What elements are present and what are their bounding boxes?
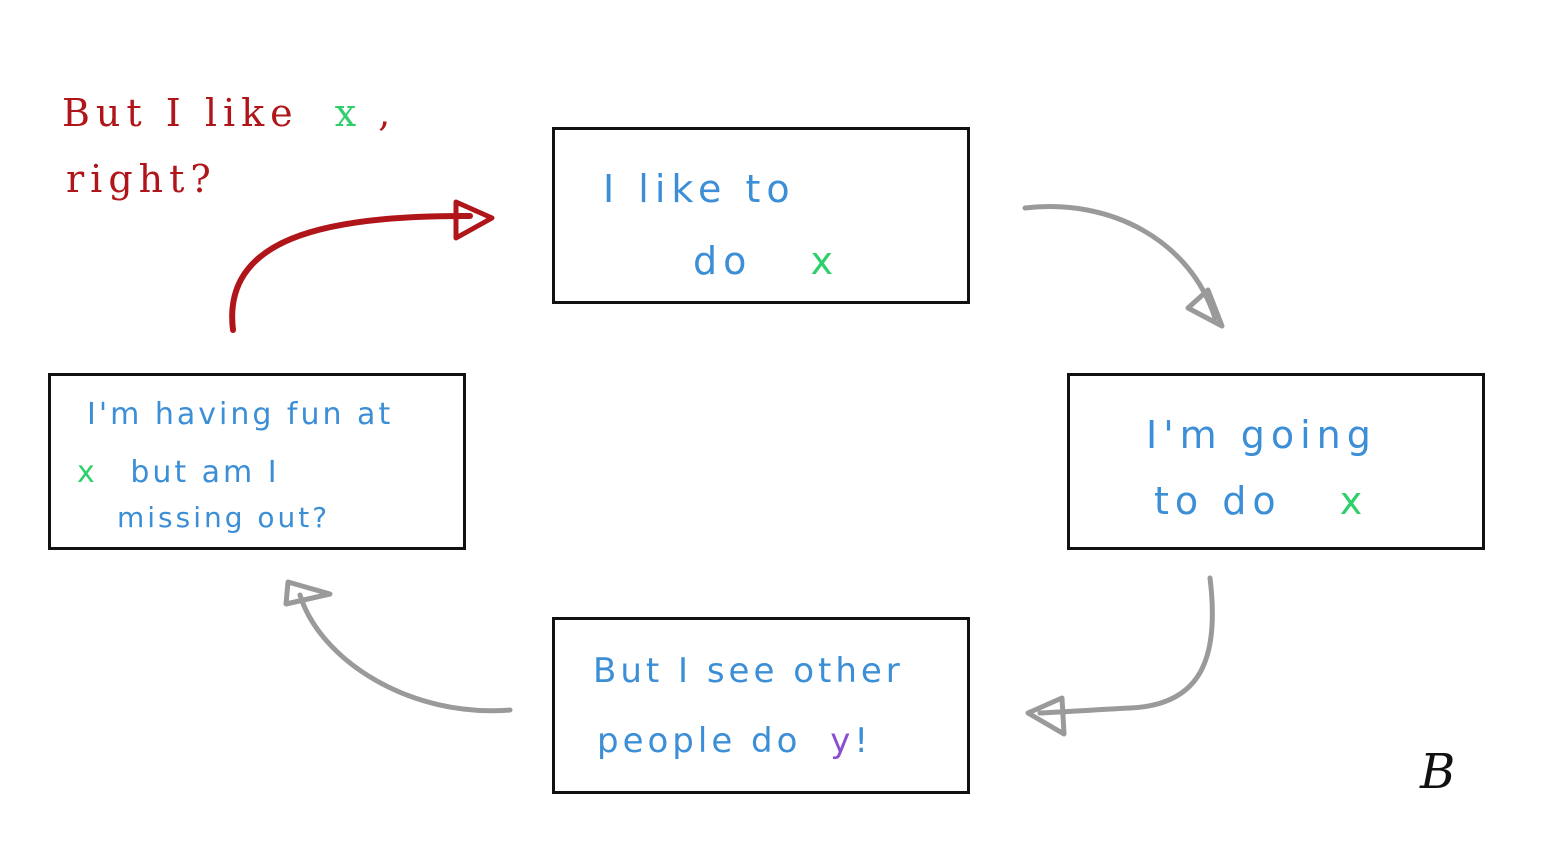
box-left-line2: x but am I [77, 458, 280, 488]
box-bottom-line2-text: people do [597, 721, 802, 761]
box-having-fun-missing-out: I'm having fun at x but am I missing out… [48, 373, 466, 550]
box-right-line2: to do x [1154, 482, 1368, 520]
box-left-line1: I'm having fun at [87, 397, 394, 432]
box-right-line2-text: to do [1154, 479, 1282, 523]
exclamation-mark: ! [854, 721, 873, 761]
note-comma: , [378, 91, 397, 135]
arrow-left-to-top [229, 199, 495, 333]
green-x-mark: x [334, 91, 363, 135]
box-top-line2: do x [693, 242, 839, 280]
arrow-right-to-bottom [1025, 575, 1215, 737]
purple-y-mark: y [830, 721, 855, 761]
box-bottom-line2: people do y! [597, 724, 872, 758]
box-left-line3: missing out? [117, 501, 331, 534]
note-line1: But I like x, [62, 94, 396, 132]
box-top-line2-text: do [693, 239, 753, 283]
green-x-mark: x [77, 455, 98, 490]
green-x-mark: x [810, 239, 839, 283]
box-left-line2-text: but am I [130, 455, 280, 490]
box-right-line1: I'm going [1146, 413, 1377, 457]
box-like-to-do-x: I like to do x [552, 127, 970, 304]
box-going-to-do-x: I'm going to do x [1067, 373, 1485, 550]
box-bottom-line1: But I see other [593, 651, 904, 691]
arrow-top-to-right [1022, 204, 1225, 329]
note-line1-text: But I like [62, 91, 299, 135]
box-see-other-people-do-y: But I see other people do y! [552, 617, 970, 794]
arrow-bottom-to-left [283, 579, 513, 714]
box-top-line1: I like to [603, 167, 796, 211]
green-x-mark: x [1339, 479, 1369, 523]
author-signature: B [1420, 744, 1456, 800]
note-line2: right? [66, 157, 217, 201]
